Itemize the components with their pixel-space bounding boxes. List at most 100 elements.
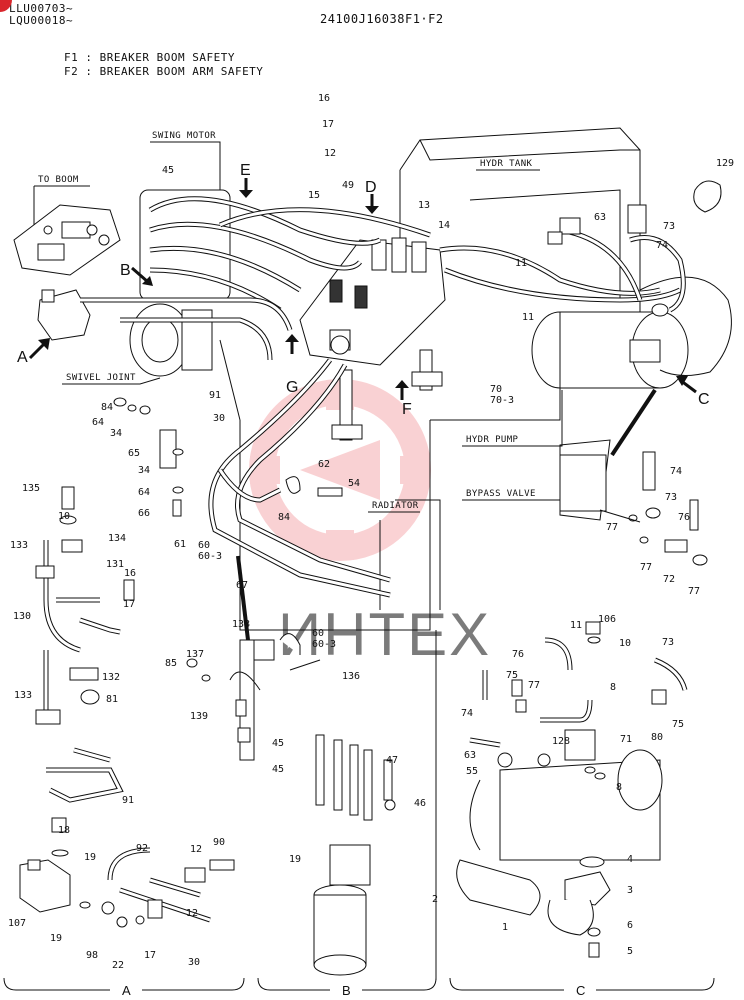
callout-75: 75 [672, 719, 684, 730]
callout-4: 4 [627, 854, 633, 865]
callout-77: 77 [640, 562, 652, 573]
serial-range-1: LLU00703~ [9, 2, 74, 15]
callout-12: 12 [324, 148, 336, 159]
view-arrow-c: C [676, 376, 710, 408]
section-c-parts [456, 180, 722, 958]
legend-f2: F2 : BREAKER BOOM ARM SAFETY [64, 65, 264, 78]
callout-71: 71 [620, 734, 632, 745]
corner-mark [0, 0, 12, 12]
callout-45: 45 [272, 738, 284, 749]
callout-34: 34 [138, 465, 150, 476]
callout-61: 61 [174, 539, 186, 550]
callout-64: 64 [92, 417, 104, 428]
callout-18: 18 [58, 825, 70, 836]
callout-136: 136 [342, 671, 360, 682]
callout-91: 91 [122, 795, 134, 806]
callout-8: 8 [616, 782, 622, 793]
callout-66: 66 [138, 508, 150, 519]
view-arrow-b: B [120, 262, 153, 286]
callout-17: 17 [322, 119, 334, 130]
callout-55: 55 [466, 766, 478, 777]
callout-54: 54 [348, 478, 360, 489]
callout-19: 19 [84, 852, 96, 863]
callout-22: 22 [112, 960, 124, 971]
callout-2: 2 [432, 894, 438, 905]
callout-73: 73 [665, 492, 677, 503]
callout-19: 19 [50, 933, 62, 944]
callout-92: 92 [136, 843, 148, 854]
callout-75: 75 [506, 670, 518, 681]
callout-46: 46 [414, 798, 426, 809]
section-letter-c: C [576, 983, 585, 998]
label-hydr-tank: HYDR TANK [480, 159, 533, 169]
svg-text:G: G [286, 379, 298, 396]
svg-text:C: C [698, 391, 710, 408]
callout-139: 139 [190, 711, 208, 722]
serial-range-2: LQU00018~ [9, 14, 74, 27]
callout-132: 132 [102, 672, 120, 683]
label-swivel-joint: SWIVEL JOINT [66, 373, 136, 383]
callout-128: 128 [552, 736, 570, 747]
callout-67: 67 [236, 580, 248, 591]
label-bypass-valve: BYPASS VALVE [466, 489, 536, 499]
callout-63: 63 [464, 750, 476, 761]
callout-17: 17 [123, 599, 135, 610]
callout-16: 16 [318, 93, 330, 104]
callout-137: 137 [186, 649, 204, 660]
callout-72: 72 [663, 574, 675, 585]
callout-133: 133 [10, 540, 28, 551]
callout-73: 73 [663, 221, 675, 232]
callout-14: 14 [438, 220, 450, 231]
callout-11: 11 [570, 620, 582, 631]
label-hydr-pump: HYDR PUMP [466, 435, 519, 445]
label-radiator: RADIATOR [372, 501, 419, 511]
callout-77: 77 [688, 586, 700, 597]
section-a-parts [19, 397, 343, 928]
callout-84: 84 [101, 402, 113, 413]
support-legs [331, 349, 443, 441]
callout-12: 12 [190, 844, 202, 855]
callout-11: 11 [515, 258, 527, 269]
callout-76: 76 [678, 512, 690, 523]
callout-81: 81 [106, 694, 118, 705]
callout-10: 10 [58, 511, 70, 522]
callout-80: 80 [651, 732, 663, 743]
section-b-parts [186, 633, 396, 976]
section-letter-b: B [342, 983, 351, 998]
view-a-valve [37, 289, 91, 341]
callout-63: 63 [594, 212, 606, 223]
callout-73: 73 [662, 637, 674, 648]
callout-16: 16 [124, 568, 136, 579]
callout-77: 77 [528, 680, 540, 691]
svg-text:F: F [402, 401, 412, 418]
callout-74: 74 [656, 240, 668, 251]
view-arrow-f: F [395, 380, 412, 418]
callout-30: 30 [188, 957, 200, 968]
callout-138: 138 [232, 619, 250, 630]
callout-76: 76 [512, 649, 524, 660]
callout-47: 47 [386, 755, 398, 766]
callout-74: 74 [461, 708, 473, 719]
svg-text:A: A [17, 349, 28, 366]
label-swing-motor: SWING MOTOR [152, 131, 216, 141]
callout-77: 77 [606, 522, 618, 533]
bypass-leader [610, 388, 657, 457]
callout-131: 131 [106, 559, 124, 570]
callout-64: 64 [138, 487, 150, 498]
callout-34: 34 [110, 428, 122, 439]
hydraulic-pump [531, 276, 732, 389]
callout-130: 130 [13, 611, 31, 622]
callout-30: 30 [213, 413, 225, 424]
boom-valve-block [13, 204, 121, 276]
section-letter-a: A [122, 983, 131, 998]
drawing-code: 24100J16038F1·F2 [320, 12, 444, 26]
callout-17: 17 [144, 950, 156, 961]
callout-19: 19 [289, 854, 301, 865]
callout-134: 134 [108, 533, 126, 544]
callout-90: 90 [213, 837, 225, 848]
callout-13: 13 [418, 200, 430, 211]
view-arrow-d: D [365, 179, 379, 214]
